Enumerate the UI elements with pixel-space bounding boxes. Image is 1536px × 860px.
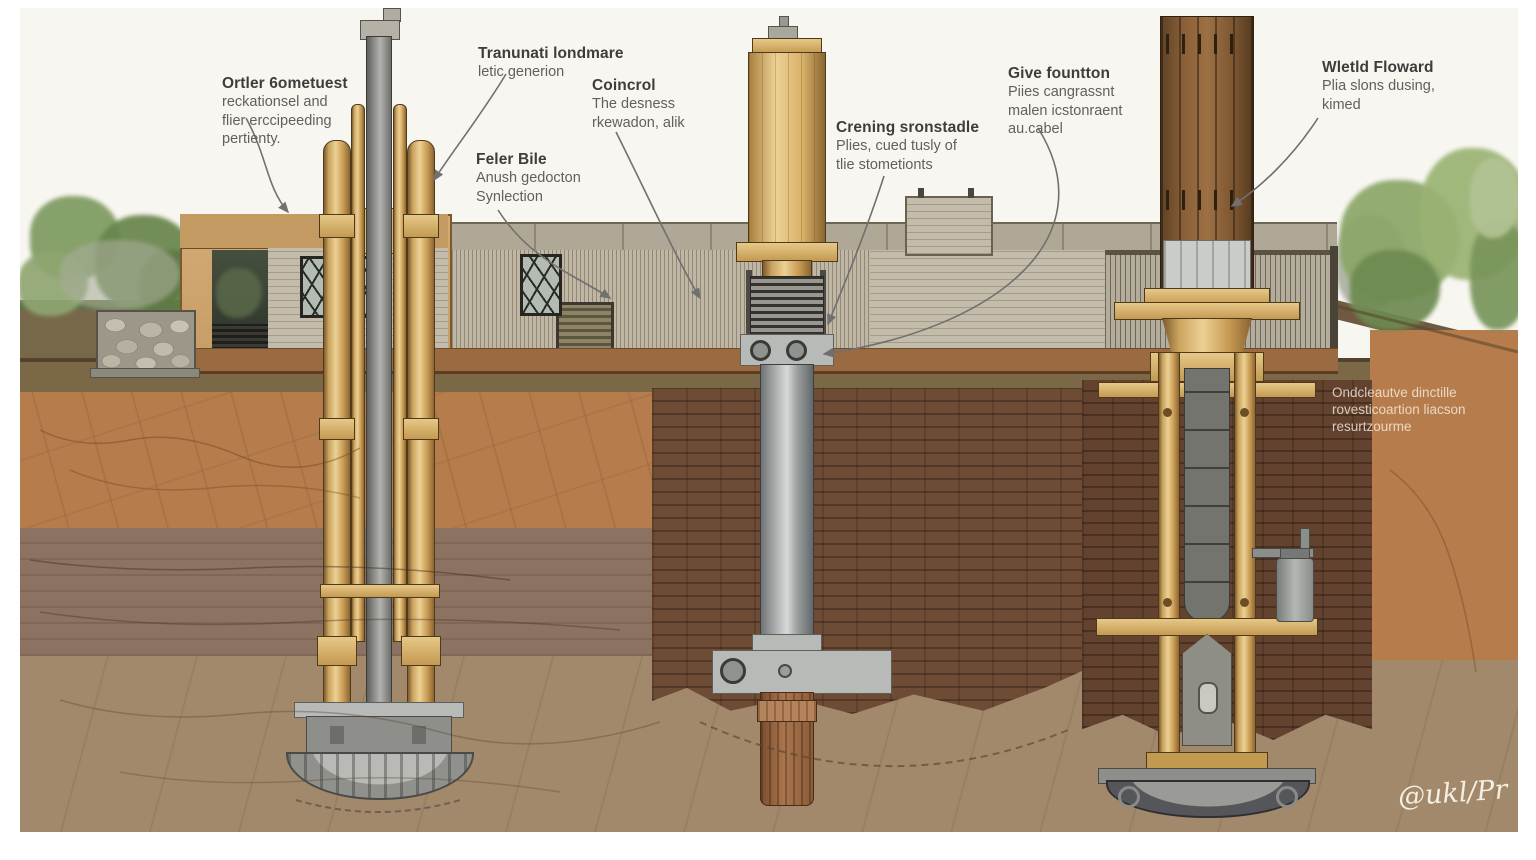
gabion-cap	[90, 368, 200, 378]
label-tranunati-title: Tranunati londmare	[478, 45, 624, 62]
left-tube-collar-2l	[319, 418, 355, 440]
housing-lamp	[1198, 682, 1218, 714]
label-wletld-title: Wletld Floward	[1322, 59, 1434, 76]
label-coincrol-body: The desness rkewadon, alik	[592, 96, 685, 131]
chimney-pin-2	[968, 188, 974, 198]
right-segmented-shaft	[1184, 368, 1230, 622]
label-ortler: Ortler 6ometuest reckationsel and flier …	[222, 74, 432, 149]
rail-bolt-2	[1240, 408, 1249, 417]
tree-right-5	[1470, 158, 1520, 238]
label-feler-title: Feler Bile	[476, 151, 547, 168]
right-capital-plate	[1114, 302, 1300, 320]
left-tube-collar-3r	[401, 636, 441, 666]
left-tube-collar-3l	[317, 636, 357, 666]
slatted-bench	[212, 324, 270, 350]
left-pile-thin-tube-left	[351, 104, 365, 642]
label-feler: Feler Bile Anush gedocton Synlection	[476, 150, 686, 206]
label-give: Give fountton Piies cangrassnt malen ics…	[1008, 64, 1218, 139]
left-tube-collar-1r	[403, 214, 439, 238]
label-crening-body: Plies, cued tusly of tlie stometionts	[836, 138, 957, 173]
mid-steel-pile	[760, 364, 814, 646]
fence-end-post	[1330, 246, 1338, 350]
pump-motor-body	[1276, 558, 1314, 622]
bracket-bolt	[778, 664, 792, 678]
label-soil-note-body: Ondcleautve dinctille rovesticoartion li…	[1332, 385, 1466, 435]
label-tranunati: Tranunati londmare letic generion	[478, 44, 688, 82]
label-wletld-body: Plia slons dusing, kimed	[1322, 78, 1435, 113]
mid-flange	[736, 242, 838, 262]
label-soil-note: Ondcleautve dinctille rovesticoartion li…	[1332, 384, 1536, 435]
bowl-ornament-left	[1118, 786, 1140, 808]
bush-gray-left	[60, 240, 180, 310]
right-pedestal	[1162, 318, 1252, 358]
frame-right	[1518, 0, 1536, 860]
label-ortler-title: Ortler 6ometuest	[222, 75, 348, 92]
rail-bolt-1	[1163, 408, 1172, 417]
window-narrow	[520, 254, 562, 316]
orange-soil-right-corner	[1370, 330, 1518, 660]
left-tube-collar-2r	[403, 418, 439, 440]
left-pile-thin-tube-right	[393, 104, 407, 642]
label-give-title: Give fountton	[1008, 65, 1111, 82]
mid-tip-band	[757, 700, 817, 722]
label-coincrol-title: Coincrol	[592, 77, 656, 94]
coil-rail-left	[746, 270, 752, 340]
label-feler-body: Anush gedocton Synlection	[476, 170, 581, 205]
column-bolt-row-mid	[1166, 190, 1246, 210]
label-coincrol: Coincrol The desness rkewadon, alik	[592, 76, 802, 132]
left-pile-center-shaft	[366, 36, 392, 718]
label-wletld: Wletld Floward Plia slons dusing, kimed	[1322, 58, 1532, 114]
frame-bottom	[0, 832, 1536, 860]
left-footing-notch-1	[330, 726, 344, 744]
left-footing-notch-2	[412, 726, 426, 744]
gabion-stone-wall	[96, 310, 196, 374]
label-ortler-body: reckationsel and flier erccipeeding pert…	[222, 94, 332, 148]
tree-in-opening	[216, 268, 262, 318]
frame-top	[0, 0, 1536, 8]
frame-left	[0, 0, 20, 860]
bowl-ornament-right	[1276, 786, 1298, 808]
chimney-block	[905, 196, 993, 256]
rail-bolt-4	[1240, 598, 1249, 607]
rail-bolt-3	[1163, 598, 1172, 607]
chimney-pin-1	[918, 188, 924, 198]
mid-coil-spring	[750, 276, 824, 336]
left-tube-collar-1l	[319, 214, 355, 238]
left-footing-block	[306, 716, 452, 754]
coupler-dial-2	[786, 340, 807, 361]
left-pile-crossbar	[320, 584, 440, 598]
column-bolt-row-top	[1166, 34, 1246, 54]
right-gray-sleeve	[1163, 240, 1251, 298]
bracket-gauge	[720, 658, 746, 684]
coupler-dial-1	[750, 340, 771, 361]
label-give-body: Piies cangrassnt malen icstonraent au.ca…	[1008, 84, 1123, 138]
